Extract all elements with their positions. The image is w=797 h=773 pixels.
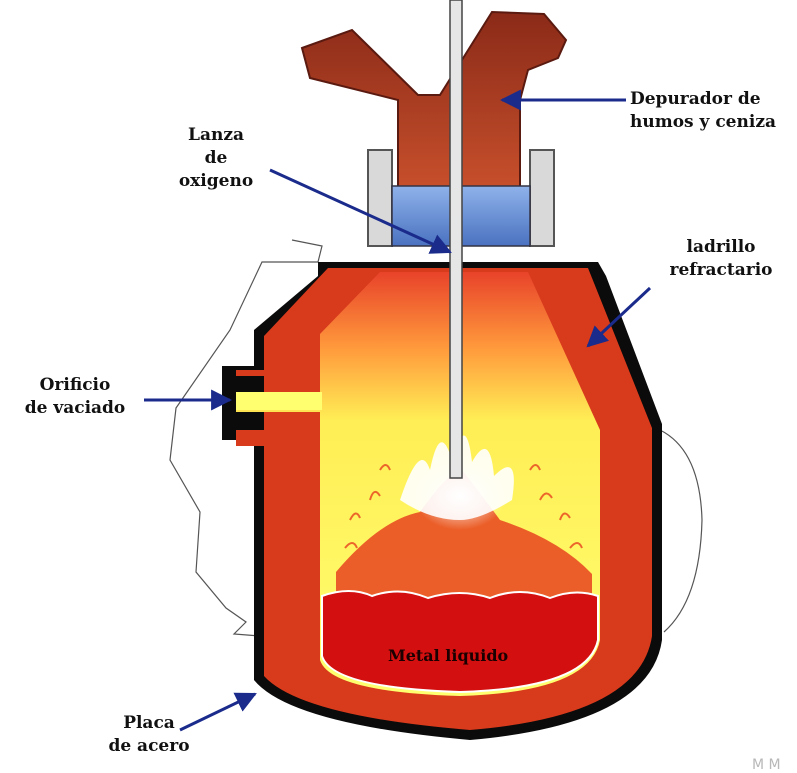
label-lanza-line3: oxigeno bbox=[160, 170, 272, 193]
label-placa-line2: de acero bbox=[94, 735, 204, 758]
label-metal-liquido: Metal liquido bbox=[388, 646, 508, 665]
label-placa: Placa de acero bbox=[94, 712, 204, 758]
label-orificio: Orificio de vaciado bbox=[6, 374, 144, 420]
fume-hood bbox=[302, 12, 566, 192]
trunnion-outline bbox=[660, 430, 702, 632]
molten-metal bbox=[322, 591, 598, 692]
oxygen-lance bbox=[450, 0, 462, 478]
label-ladrillo-line2: refractario bbox=[658, 259, 784, 282]
label-lanza-line2: de bbox=[160, 147, 272, 170]
label-depurador-line2: humos y ceniza bbox=[630, 111, 776, 134]
label-lanza: Lanza de oxigeno bbox=[160, 124, 272, 193]
tap-hole-channel bbox=[236, 392, 322, 410]
label-orificio-line1: Orificio bbox=[6, 374, 144, 397]
label-ladrillo: ladrillo refractario bbox=[658, 236, 784, 282]
label-lanza-line1: Lanza bbox=[160, 124, 272, 147]
label-depurador: Depurador de humos y ceniza bbox=[630, 88, 776, 134]
hood-flange-right bbox=[530, 150, 554, 246]
label-ladrillo-line1: ladrillo bbox=[658, 236, 784, 259]
watermark: M M bbox=[752, 757, 781, 773]
label-depurador-line1: Depurador de bbox=[630, 88, 776, 111]
label-placa-line1: Placa bbox=[94, 712, 204, 735]
hood-flange-left bbox=[368, 150, 392, 246]
label-orificio-line2: de vaciado bbox=[6, 397, 144, 420]
